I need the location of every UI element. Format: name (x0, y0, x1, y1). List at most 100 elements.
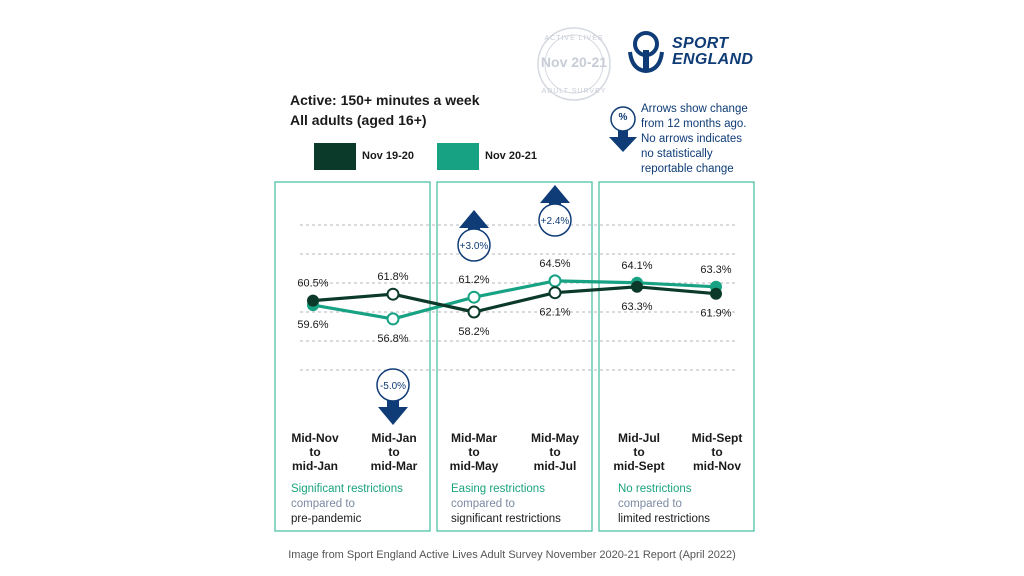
category-3-line-3: mid-May (449, 459, 499, 473)
note-line-2: from 12 months ago. (641, 118, 747, 130)
category-5-line-2: to (633, 445, 645, 459)
change-badge-2 (457, 228, 491, 262)
arrow-note: Arrows show change from 12 months ago. N… (641, 102, 771, 177)
chart-title-line-2: All adults (aged 16+) (290, 112, 427, 128)
sport-england-logo: SPORT ENGLAND (672, 36, 753, 68)
change-label-3: +2.4% (541, 216, 570, 227)
panel-3-note-line-1: No restrictions (618, 483, 692, 495)
value-label-s2-3: 61.2% (458, 274, 489, 286)
note-line-4: no statistically (641, 148, 713, 160)
category-label-5: Mid-Jul to mid-Sept (599, 431, 679, 473)
point-s2-3 (467, 290, 481, 304)
value-label-s2-2: 56.8% (377, 333, 408, 345)
panel-3-note-line-3: limited restrictions (618, 513, 711, 525)
panel-3-note: No restrictions compared to limited rest… (618, 482, 710, 527)
active-lives-badge-icon (537, 27, 611, 101)
point-s2-2 (386, 312, 400, 326)
panel-1-note-line-3: pre-pandemic (291, 513, 362, 525)
category-4-line-2: to (549, 445, 561, 459)
value-label-s2-4: 64.5% (539, 258, 570, 270)
point-s1-1 (307, 294, 319, 307)
category-label-6: Mid-Sept to mid-Nov (677, 431, 757, 473)
sport-england-logo-icon (628, 31, 664, 74)
panel-3-frame (598, 181, 755, 532)
note-line-3: No arrows indicates (641, 133, 742, 145)
category-1-line-2: to (309, 445, 321, 459)
category-2-line-2: to (388, 445, 400, 459)
image-caption: Image from Sport England Active Lives Ad… (288, 549, 736, 561)
category-6-line-3: mid-Nov (693, 459, 741, 473)
gridlines (300, 224, 735, 371)
point-s1-2 (386, 287, 400, 301)
change-label-1: -5.0% (380, 381, 406, 392)
note-percent-symbol: % (618, 112, 628, 123)
series-line-2 (312, 279, 717, 321)
chart-title: Active: 150+ minutes a week All adults (… (290, 90, 480, 130)
point-s2-4 (548, 274, 562, 288)
series-points (307, 274, 722, 326)
value-label-s1-6: 61.9% (700, 308, 731, 320)
legend-label-nov20-21: Nov 20-21 (485, 150, 537, 162)
category-1-line-3: mid-Jan (291, 459, 338, 473)
logo-line-2: ENGLAND (672, 51, 754, 68)
panel-1-note-line-2: compared to (291, 498, 355, 510)
category-label-3: Mid-Mar to mid-May (434, 431, 514, 473)
category-3-line-2: to (468, 445, 480, 459)
change-arrow-2: +3.0% (457, 210, 491, 262)
point-s1-5 (631, 280, 643, 293)
change-arrows: -5.0% +3.0% +2.4% (376, 185, 572, 425)
point-s1-3 (467, 305, 481, 319)
note-arrow-icon (609, 106, 637, 152)
value-label-s1-2: 61.8% (377, 271, 408, 283)
legend-label-nov19-20: Nov 19-20 (362, 150, 414, 162)
series-lines (312, 279, 717, 321)
value-label-s2-6: 63.3% (700, 264, 731, 276)
panel-2-note-line-1: Easing restrictions (451, 483, 545, 495)
panel-3-note-line-2: compared to (618, 498, 682, 510)
change-arrow-1: -5.0% (376, 368, 410, 425)
category-4-line-3: mid-Jul (533, 459, 577, 473)
series-line-1 (312, 285, 717, 314)
legend-swatch-nov20-21 (437, 143, 479, 170)
logo-line-1: SPORT (672, 35, 729, 52)
category-6-line-2: to (711, 445, 723, 459)
badge-ring-top: ACTIVE LIVES (544, 35, 603, 42)
category-2-line-3: mid-Mar (370, 459, 418, 473)
change-badge-1 (376, 368, 410, 402)
value-label-s2-1: 59.6% (297, 319, 328, 331)
category-5-line-1: Mid-Jul (618, 431, 660, 445)
category-1-line-1: Mid-Nov (291, 431, 339, 445)
change-arrow-3: +2.4% (538, 185, 572, 237)
panel-1-frame (274, 181, 431, 532)
point-s1-6 (710, 287, 722, 300)
panel-1-note: Significant restrictions compared to pre… (291, 482, 403, 527)
value-label-s1-5: 63.3% (621, 301, 652, 313)
value-labels: 60.5% 61.8% 58.2% 62.1% 63.3% 61.9% 59.6% 56.8%… (297, 258, 731, 345)
category-3-line-1: Mid-Mar (451, 431, 497, 445)
panel-1-note-line-1: Significant restrictions (291, 483, 403, 495)
badge-label: Nov 20-21 (540, 54, 608, 70)
category-4-line-1: Mid-May (531, 431, 579, 445)
panel-2-note-line-2: compared to (451, 498, 515, 510)
change-badge-3 (538, 203, 572, 237)
category-label-1: Mid-Nov to mid-Jan (275, 431, 355, 473)
note-line-5: reportable change (641, 163, 734, 175)
panel-2-frame (436, 181, 593, 532)
category-6-line-1: Mid-Sept (691, 431, 743, 445)
category-5-line-3: mid-Sept (613, 459, 665, 473)
badge-ring-bottom: ADULT SURVEY (542, 88, 607, 95)
note-line-1: Arrows show change (641, 103, 748, 115)
point-s1-4 (548, 286, 562, 300)
value-label-s1-4: 62.1% (539, 307, 570, 319)
value-label-s1-3: 58.2% (458, 326, 489, 338)
change-label-2: +3.0% (460, 241, 489, 252)
legend-swatch-nov19-20 (314, 143, 356, 170)
value-label-s2-5: 64.1% (621, 260, 652, 272)
category-2-line-1: Mid-Jan (371, 431, 417, 445)
panel-2-note-line-3: significant restrictions (451, 513, 561, 525)
chart-title-line-1: Active: 150+ minutes a week (290, 92, 480, 108)
category-label-2: Mid-Jan to mid-Mar (354, 431, 434, 473)
value-label-s1-1: 60.5% (297, 278, 328, 290)
category-label-4: Mid-May to mid-Jul (515, 431, 595, 473)
